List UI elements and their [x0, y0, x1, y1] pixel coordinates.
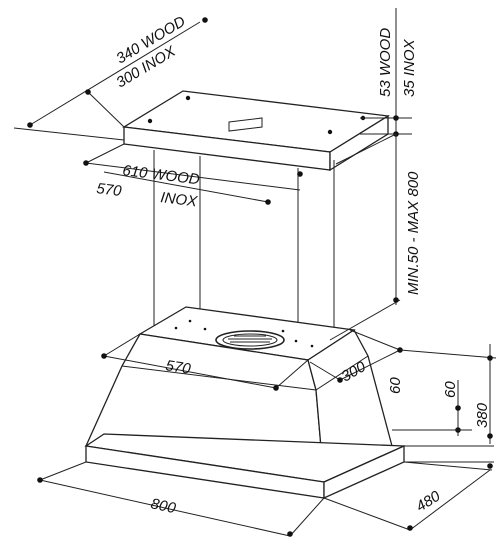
- plate-hole: [147, 118, 153, 124]
- dim-point: [85, 89, 91, 95]
- dim-chimney-ext: [335, 133, 397, 165]
- dim-point: [101, 353, 107, 359]
- dim-point: [455, 405, 461, 411]
- dim-base-width-ext: [39, 461, 87, 481]
- panel-screw: [281, 329, 285, 333]
- dim-point: [287, 531, 293, 537]
- dim-point: [337, 377, 343, 383]
- label-top-height-wood: 53 WOOD: [377, 28, 394, 97]
- plate-hole: [327, 129, 333, 135]
- label-top-width-inox-num: 570: [96, 180, 124, 200]
- label-body-step: 60: [387, 377, 404, 394]
- dim-body-depth-ext: [309, 361, 341, 381]
- label-body-width: 570: [164, 357, 192, 378]
- motor-outer-ring: [215, 330, 285, 350]
- hood-crease: [121, 365, 317, 391]
- dim-body-width-ext: [103, 333, 141, 357]
- dim-chimney-ext: [329, 299, 401, 341]
- plate-slot: [228, 117, 263, 132]
- mounting-plate: [122, 90, 390, 172]
- dim-point: [393, 115, 399, 121]
- label-base-depth: 480: [413, 487, 444, 515]
- motor-inner-ring: [222, 333, 278, 347]
- panel-screw: [294, 339, 298, 343]
- dim-top-depth-ext: [87, 91, 125, 128]
- dim-base-width-ext: [289, 497, 325, 537]
- dim-point: [265, 199, 271, 205]
- dimension-lines: [13, 8, 497, 537]
- plate-hole: [185, 95, 191, 101]
- label-top-width-inox: INOX: [160, 189, 199, 210]
- base-plate: [84, 433, 405, 500]
- dim-top-width-ext: [85, 143, 125, 164]
- label-total-height: 380: [474, 402, 491, 428]
- dim-point: [273, 385, 279, 391]
- dim-top-depth-line: [29, 21, 201, 126]
- label-side-step: 60: [442, 381, 459, 398]
- panel-screw: [203, 327, 207, 331]
- label-top-height-inox: 35 INOX: [401, 38, 418, 97]
- dim-top-width-line: [85, 162, 301, 191]
- dim-body-width-ext: [275, 359, 309, 389]
- dim-top-depth-ext: [13, 127, 125, 141]
- dim-point: [393, 297, 399, 303]
- dim-body-width-line: [103, 355, 277, 389]
- dim-point: [37, 477, 43, 483]
- label-base-width: 800: [149, 495, 178, 517]
- dim-base-depth-line: [409, 469, 491, 531]
- dim-point: [407, 525, 413, 531]
- label-chimney-height: MIN.50 - MAX 800: [405, 171, 422, 295]
- panel-screw: [188, 319, 192, 323]
- hood-crease: [315, 355, 369, 391]
- dim-base-depth-ext: [403, 461, 493, 471]
- dim-base-width-line: [39, 479, 291, 537]
- dim-point: [487, 463, 493, 469]
- dim-right-ext: [399, 349, 497, 359]
- dim-body-depth-line: [339, 349, 401, 381]
- dim-point: [202, 17, 208, 23]
- dim-point: [83, 160, 89, 166]
- chimney: [153, 150, 335, 345]
- panel-screw: [174, 326, 178, 330]
- panel-screw: [310, 344, 314, 348]
- dim-point: [297, 171, 303, 177]
- dim-body-depth-ext: [349, 329, 401, 351]
- dim-point: [27, 122, 33, 128]
- dim-top-width-line: [103, 171, 269, 203]
- dim-point: [487, 433, 493, 439]
- dim-point: [487, 355, 493, 361]
- dim-base-depth-ext: [323, 497, 411, 531]
- label-top-width-wood: 610 WOOD: [122, 162, 201, 188]
